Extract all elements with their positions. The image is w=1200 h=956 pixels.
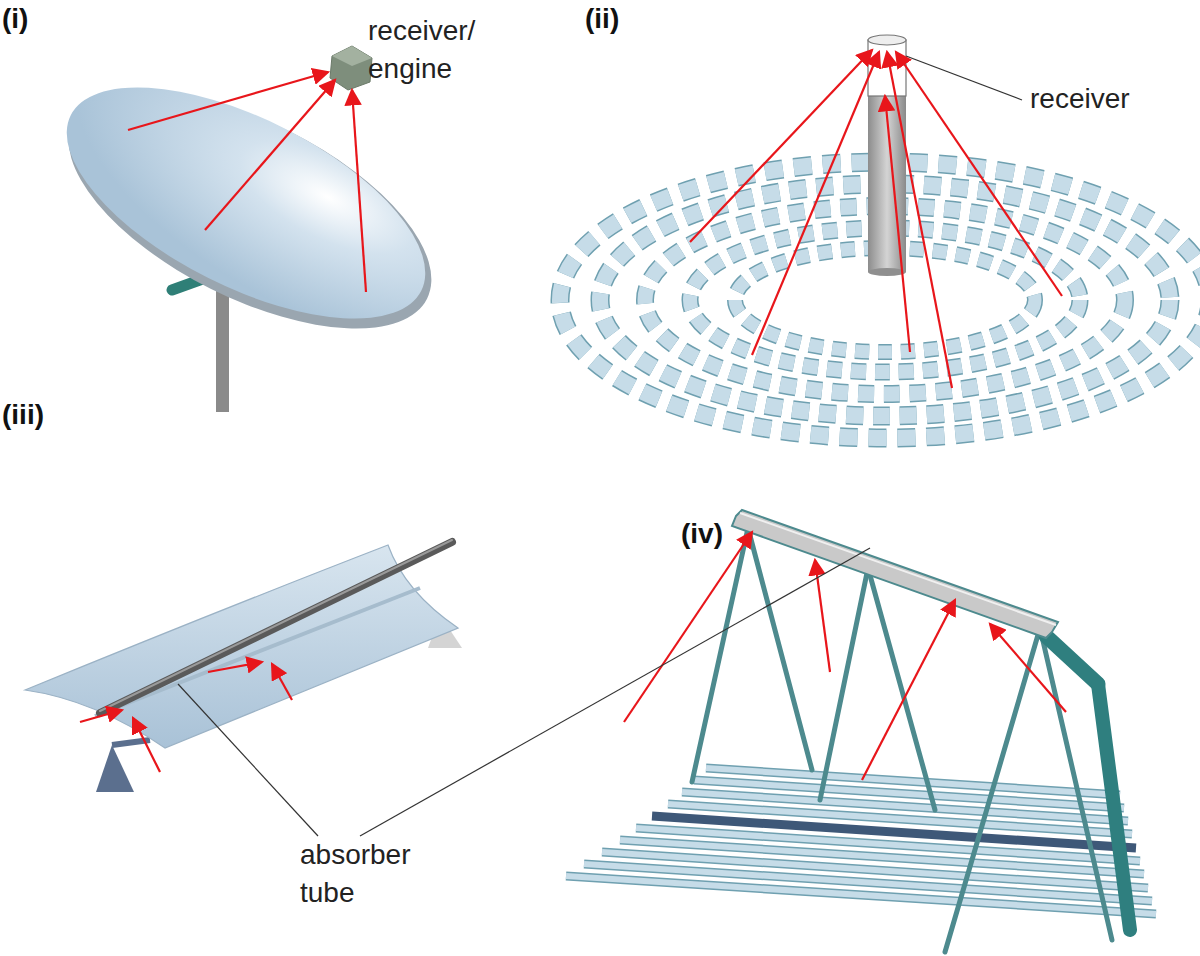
panel-label: (ii) <box>585 0 619 38</box>
frame-leg <box>1040 628 1112 940</box>
leader-line <box>178 684 318 836</box>
light-ray <box>205 80 335 230</box>
frame-leg <box>945 628 1040 952</box>
absorber-tube <box>100 542 452 713</box>
support-frame <box>692 528 1112 952</box>
light-ray <box>80 710 122 722</box>
light-ray <box>990 624 1066 712</box>
frame-leg <box>820 568 868 800</box>
light-ray <box>352 90 366 292</box>
trough-support <box>96 745 134 792</box>
dish-pole <box>216 280 229 412</box>
light-ray <box>752 52 879 355</box>
absorber-tube-highlight <box>100 540 452 711</box>
receiver-bar-highlight <box>740 513 1056 625</box>
light-ray <box>208 662 262 672</box>
receiver-body <box>330 46 372 90</box>
receiver-bar <box>732 510 1058 638</box>
frame-leg <box>748 528 812 770</box>
callout-label: receiver/ engine <box>368 12 518 88</box>
tower-receiver <box>868 40 906 96</box>
light-ray <box>272 664 292 700</box>
light-ray <box>815 560 830 672</box>
panel-label: (iv) <box>681 515 723 553</box>
receiver-engine <box>330 46 372 90</box>
leader-line <box>360 548 870 836</box>
dish-system <box>33 40 466 412</box>
panel-label: (i) <box>2 0 28 38</box>
light-ray <box>624 532 752 722</box>
frame-leg <box>692 528 748 782</box>
fresnel-system <box>360 510 1156 952</box>
dish-mirror <box>33 40 459 366</box>
outlet-pipe <box>1098 684 1130 930</box>
light-ray <box>862 600 955 780</box>
light-ray <box>690 50 872 242</box>
trough-system <box>25 540 462 836</box>
mirror-strip <box>566 876 1156 914</box>
callout-label: receiver <box>1030 80 1130 118</box>
callout-label: absorber tube <box>300 836 440 912</box>
trough-focal-stripe <box>95 588 420 716</box>
light-ray <box>885 96 910 352</box>
tower-system <box>560 35 1200 438</box>
receiver-top <box>332 46 372 66</box>
mirror-strips <box>566 768 1156 914</box>
panel-label: (iii) <box>2 396 44 434</box>
light-ray <box>133 718 160 772</box>
tower-base <box>868 268 906 276</box>
outlet-pipe <box>1046 636 1098 684</box>
mirror-strip <box>566 876 1156 914</box>
tower-receiver-top <box>868 35 906 45</box>
frame-leg <box>868 568 935 810</box>
